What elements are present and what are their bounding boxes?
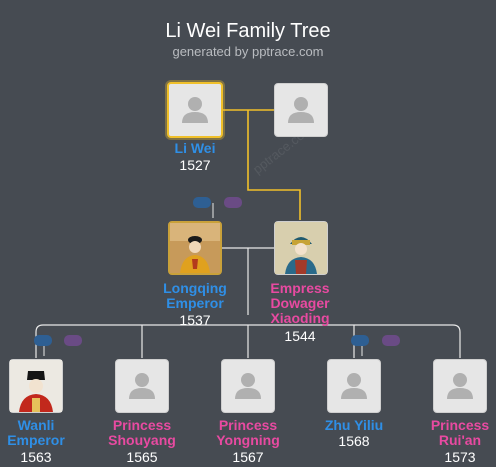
page-title: Li Wei Family Tree [165, 20, 331, 42]
person-year: 1544 [284, 328, 316, 344]
person-name[interactable]: Empress Dowager Xiaoding [270, 280, 330, 326]
person-photo-ruian[interactable] [433, 359, 487, 413]
person-photo-wanli[interactable] [9, 359, 63, 413]
relation-pill-purple[interactable] [382, 335, 400, 346]
person-photo-longqing[interactable] [168, 221, 222, 275]
person-placeholder-icon [288, 97, 314, 123]
person-photo-spouse[interactable] [274, 83, 328, 137]
person-name[interactable]: Wanli Emperor [7, 417, 65, 448]
person-name[interactable]: Princess Rui'an [430, 417, 490, 448]
person-name[interactable]: Princess Yongning [216, 417, 280, 448]
person-placeholder-icon [182, 97, 208, 123]
portrait-image [275, 222, 327, 274]
portrait-image [10, 360, 62, 412]
person-year: 1568 [338, 433, 370, 449]
person-year: 1527 [179, 157, 211, 173]
person-year: 1567 [232, 449, 264, 465]
person-name[interactable]: Princess Shouyang [108, 417, 176, 448]
portrait-image [170, 223, 220, 273]
person-placeholder-icon [447, 373, 473, 399]
person-placeholder-icon [129, 373, 155, 399]
relation-pill-purple[interactable] [64, 335, 82, 346]
person-year: 1573 [444, 449, 476, 465]
person-photo-yongning[interactable] [221, 359, 275, 413]
person-photo-xiaoding[interactable] [274, 221, 328, 275]
person-photo-shouyang[interactable] [115, 359, 169, 413]
person-year: 1565 [126, 449, 158, 465]
person-photo-zhu-yiliu[interactable] [327, 359, 381, 413]
person-year: 1537 [179, 312, 211, 328]
person-photo-li-wei[interactable] [167, 82, 223, 138]
relation-pill-blue[interactable] [193, 197, 211, 208]
relation-pill-blue[interactable] [351, 335, 369, 346]
person-placeholder-icon [341, 373, 367, 399]
person-name[interactable]: Zhu Yiliu [324, 417, 384, 433]
relation-pill-blue[interactable] [34, 335, 52, 346]
person-name[interactable]: Li Wei [174, 140, 216, 156]
relation-pill-purple[interactable] [224, 197, 242, 208]
person-year: 1563 [20, 449, 52, 465]
person-placeholder-icon [235, 373, 261, 399]
page-subtitle: generated by pptrace.com [172, 44, 324, 59]
person-name[interactable]: Longqing Emperor [163, 280, 227, 311]
